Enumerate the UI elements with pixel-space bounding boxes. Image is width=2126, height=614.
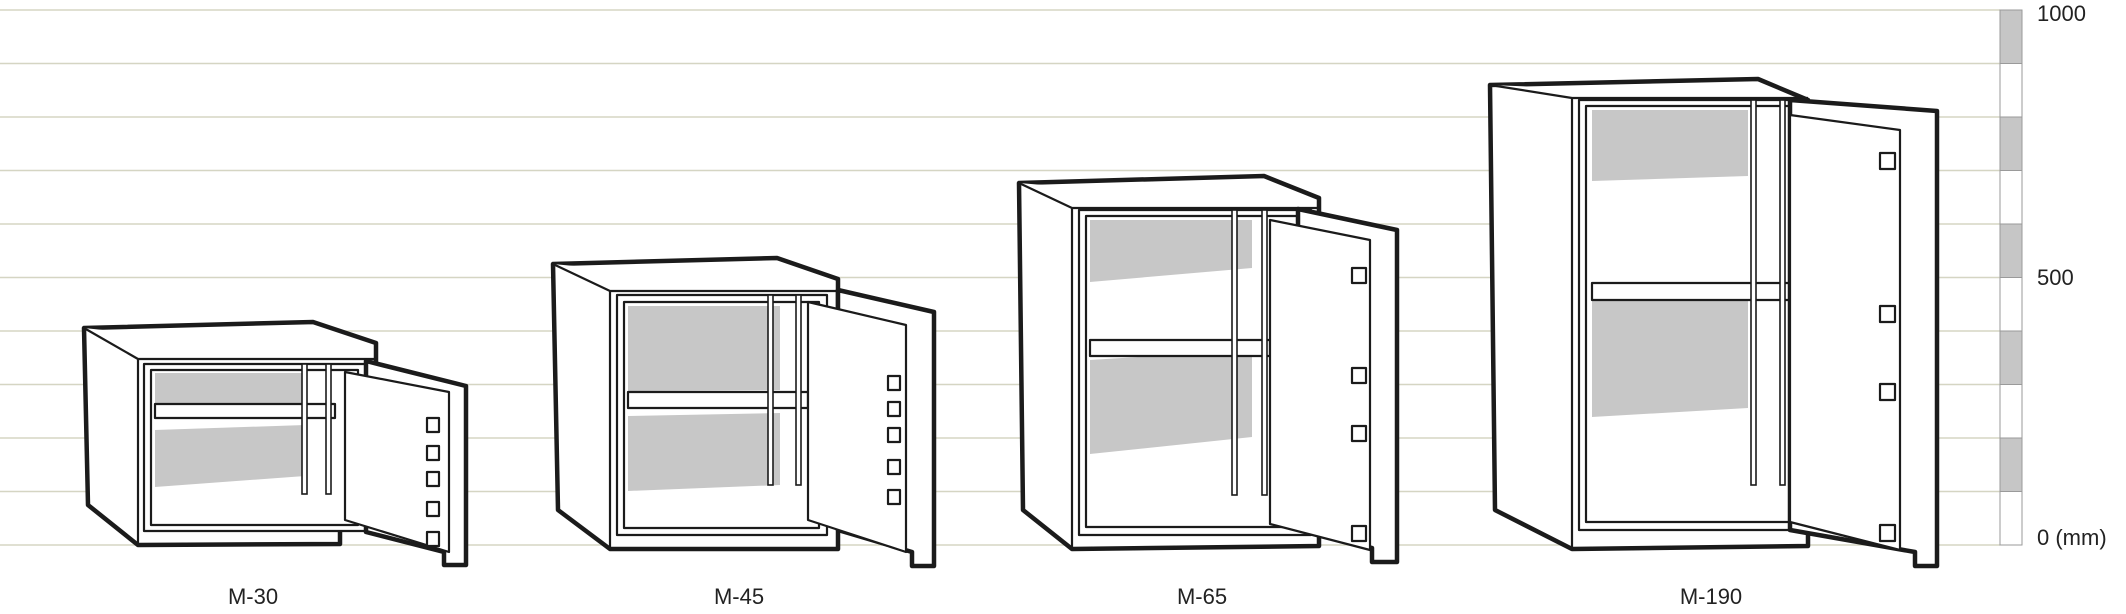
safe-label: M-30 <box>228 584 278 609</box>
scale-label-max: 1000 <box>2037 1 2086 26</box>
safe-m-30: M-30 <box>81 319 469 609</box>
safe-label: M-190 <box>1680 584 1742 609</box>
scale-label-mid: 500 <box>2037 265 2074 290</box>
scale-segment <box>1999 330 2023 385</box>
safe-m-45: M-45 <box>550 255 937 609</box>
scale-segment <box>1999 223 2023 278</box>
safe-m-65: M-65 <box>1016 173 1400 609</box>
safe-label: M-45 <box>714 584 764 609</box>
scale-segment <box>1999 63 2023 118</box>
scale-segment <box>1999 277 2023 332</box>
scale-segment <box>1999 437 2023 492</box>
scale-segment <box>1999 491 2023 546</box>
scale-segment <box>1999 9 2023 64</box>
scale-segment <box>1999 116 2023 171</box>
scale-segment <box>1999 384 2023 439</box>
height-scale-bar <box>1999 9 2023 546</box>
safe-m-190: M-190 <box>1487 76 1940 609</box>
scale-segment <box>1999 170 2023 225</box>
safe-label: M-65 <box>1177 584 1227 609</box>
scale-label-min: 0 (mm) <box>2037 525 2107 550</box>
